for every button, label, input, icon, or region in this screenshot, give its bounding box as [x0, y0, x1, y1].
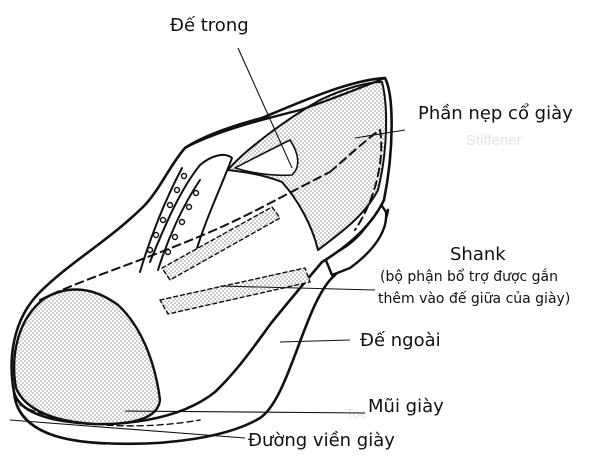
welt-leader	[9, 419, 246, 439]
toe-ghost-text: Toe	[346, 406, 367, 421]
insole-leader	[237, 47, 293, 169]
welt-label: Đường viền giày	[248, 430, 395, 451]
stitch-vamp	[39, 171, 331, 301]
insole-visible	[234, 139, 299, 177]
stiffener-ghost-text: Stiffener	[466, 132, 522, 149]
stitch-welt	[19, 404, 201, 427]
shank-strip-upper	[161, 206, 281, 281]
outsole-leader	[279, 339, 351, 343]
lace-quarter-left	[139, 167, 183, 273]
toe-cap-label: Mũi giày	[368, 396, 444, 417]
eyelets	[146, 172, 200, 256]
insole-label: Đế trong	[170, 15, 249, 36]
outsole-label: Đế ngoài	[360, 330, 441, 351]
toe-leader	[124, 410, 366, 414]
collar-edge	[183, 76, 387, 150]
shank-strip-lower	[159, 267, 311, 315]
shank-leader	[219, 285, 376, 291]
shank-note-line-1: (bộ phận bổ trợ được gắn	[380, 268, 558, 285]
sole-bottom-line	[15, 401, 106, 445]
shank-note-line-2: thêm vào đế giữa của giày)	[378, 290, 570, 307]
lace-quarter-right	[157, 179, 201, 271]
stiffener-leader	[354, 129, 406, 139]
shoe-illustration	[10, 76, 393, 446]
stitch-heel	[329, 129, 383, 231]
stiffener-label: Phần nẹp cổ giày	[418, 103, 573, 124]
leader-lines	[9, 47, 406, 439]
collar-stiffener-area	[227, 81, 388, 251]
shank-title-label: Shank	[450, 244, 506, 265]
